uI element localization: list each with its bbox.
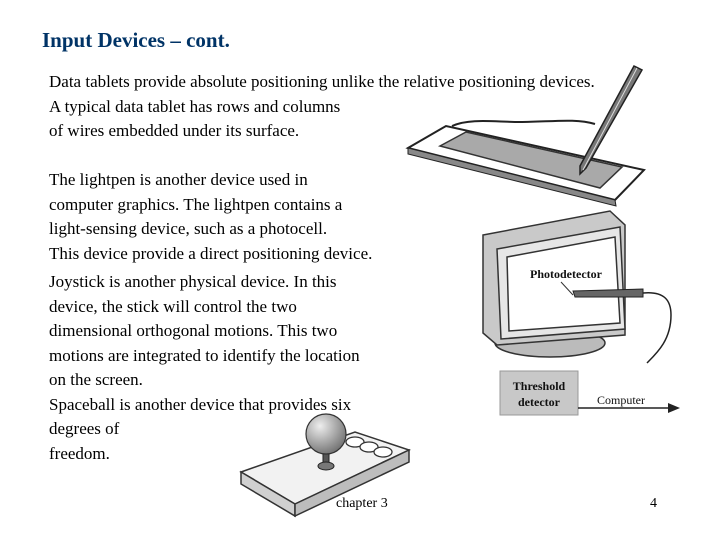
data-tablet-illustration [405, 65, 646, 207]
joystick-button-icon [373, 446, 393, 458]
lightpen-illustration: Photodetector Threshold detector Compute… [482, 210, 680, 416]
page-number: 4 [650, 496, 657, 511]
text-line: Joystick is another physical device. In … [49, 272, 337, 291]
joystick-illustration [239, 413, 412, 518]
paragraph-joystick-spaceball: Joystick is another physical device. In … [49, 270, 360, 466]
text-line: of wires embedded under its surface. [49, 121, 300, 140]
text-line: device, the stick will control the two [49, 296, 297, 316]
text-line: A typical data tablet has rows and colum… [49, 96, 341, 116]
computer-label: Computer [597, 393, 645, 407]
tablet-surface [437, 131, 624, 189]
text-line: light-sensing device, such as a photocel… [49, 219, 328, 238]
paragraph-lightpen: The lightpen is another device used in c… [49, 168, 372, 266]
text-line: dimensional orthogonal motions. This two [49, 321, 338, 340]
lightpen-icon [572, 288, 644, 298]
text-line: on the screen. [49, 370, 143, 389]
paragraph-data-tablet: Data tablets provide absolute positionin… [49, 70, 595, 144]
photodetector-label: Photodetector [530, 267, 603, 281]
text-line: Spaceball is another device that provide… [49, 394, 352, 414]
text-line: motions are integrated to identify the l… [49, 345, 360, 365]
joystick-button-icon [345, 436, 365, 448]
tablet-cable [451, 119, 596, 127]
text-line: Data tablets provide absolute positionin… [49, 72, 595, 91]
threshold-label-line1: Threshold [513, 379, 566, 393]
threshold-label-line2: detector [518, 395, 561, 409]
slide-title: Input Devices – cont. [42, 28, 230, 52]
tablet-edge [407, 147, 617, 207]
lightpen-cable [642, 292, 672, 364]
text-line: freedom. [49, 443, 110, 463]
text-line: The lightpen is another device used in [49, 170, 308, 189]
threshold-detector-box [499, 370, 579, 416]
joystick-ball-icon [305, 413, 347, 455]
text-line: degrees of [49, 419, 120, 438]
text-line: computer graphics. The lightpen contains… [49, 194, 343, 214]
footer-chapter: chapter 3 [336, 496, 388, 511]
text-line: This device provide a direct positioning… [49, 243, 373, 263]
joystick-button-icon [359, 441, 379, 453]
arrow-head-icon [668, 403, 680, 413]
